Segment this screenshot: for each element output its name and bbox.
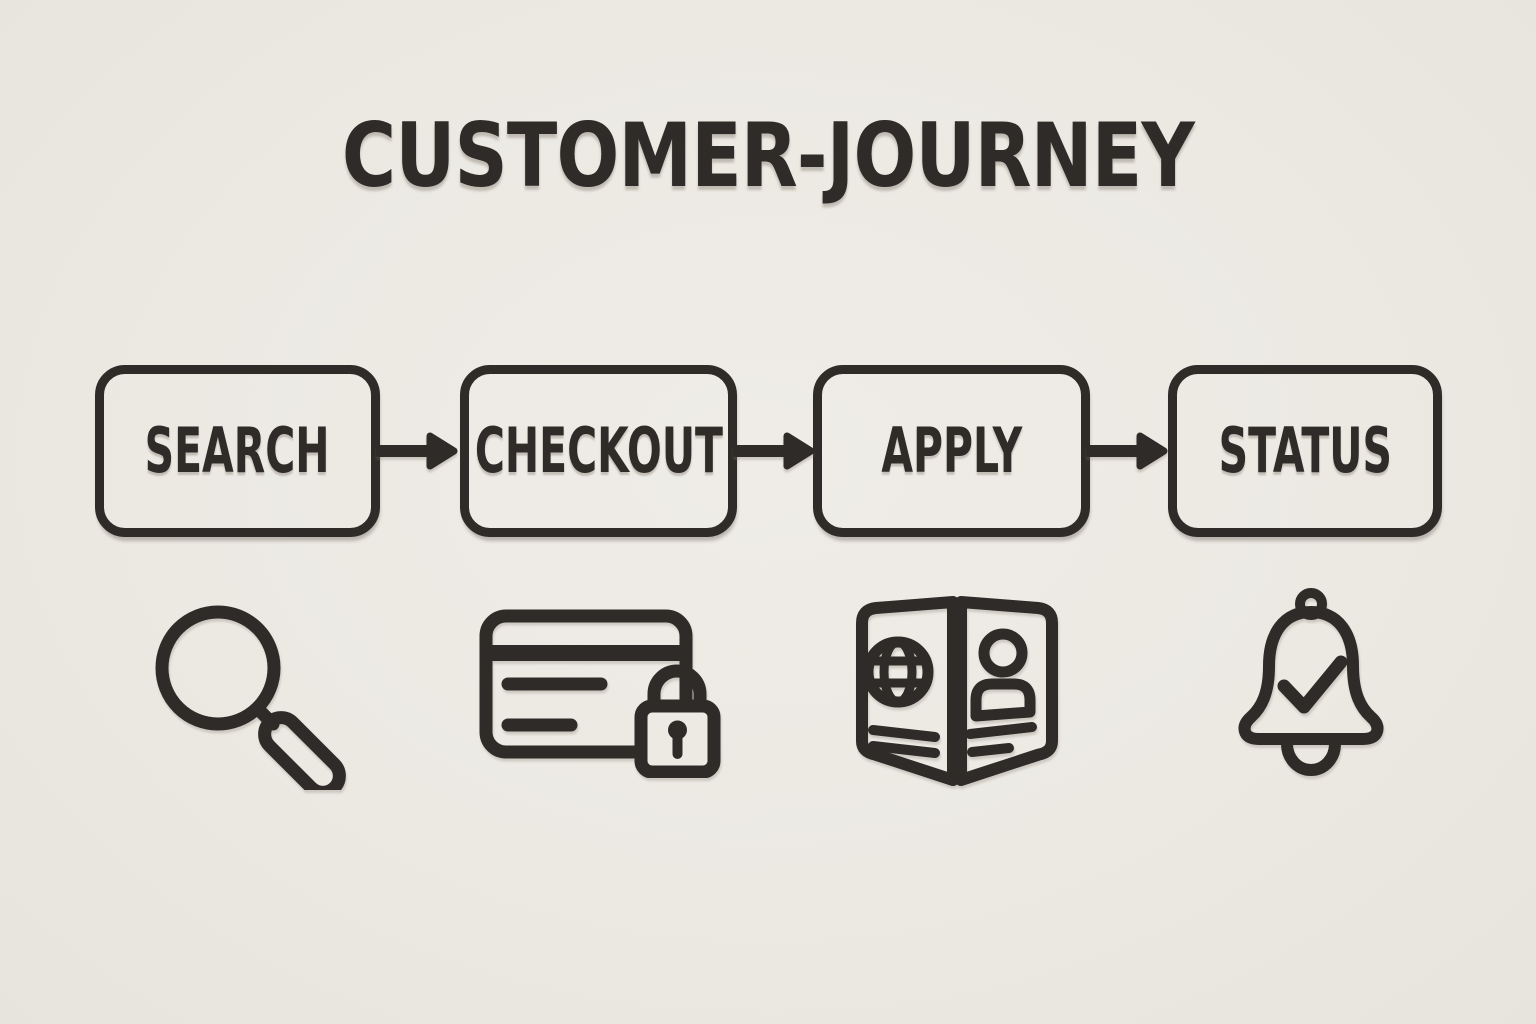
arrow-right-icon [376,432,458,470]
step-label-checkout: CHECKOUT [474,414,723,487]
passport-icon [856,596,1058,786]
step-label-status: STATUS [1218,414,1392,487]
arrow-right-icon [733,432,815,470]
credit-card-lock-icon [479,609,721,778]
step-box-status: STATUS [1168,365,1442,537]
step-label-search: SEARCH [145,414,330,487]
magnifier-icon [155,605,346,790]
diagram-title: CUSTOMER-JOURNEY [341,104,1195,207]
arrow-right-icon [1086,432,1168,470]
step-box-search: SEARCH [95,365,380,537]
step-box-apply: APPLY [813,365,1090,537]
step-label-apply: APPLY [881,414,1022,487]
step-box-checkout: CHECKOUT [460,365,737,537]
bell-check-icon [1238,588,1384,776]
